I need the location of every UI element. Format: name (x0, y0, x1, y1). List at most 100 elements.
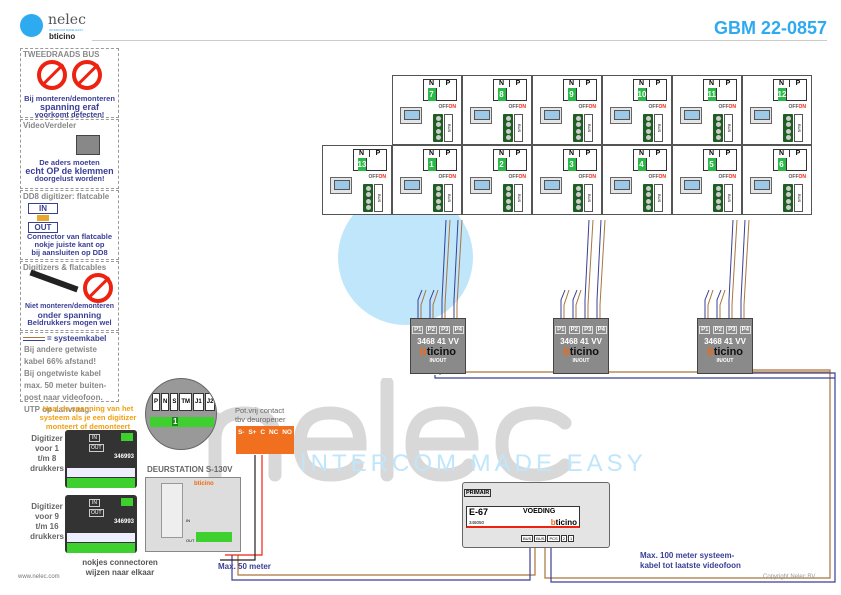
relay-title-line: Pot.vrij contact (235, 406, 285, 415)
off-on-switch[interactable]: OFFON (439, 174, 457, 180)
watermark-brand-logo (208, 378, 572, 482)
distributor-model: 3468 41 (704, 337, 733, 346)
n-label: N (704, 80, 720, 87)
p-label: P (445, 150, 451, 157)
video-monitor-icon (610, 107, 632, 124)
relay-title-line: tbv deuropener (235, 415, 286, 424)
apartment-number: 3 (567, 158, 577, 171)
off-on-switch[interactable]: OFFON (439, 104, 457, 110)
vv-label: VV (591, 337, 602, 346)
terminal-label: P (152, 393, 161, 411)
terminal-label: S (170, 393, 179, 411)
p-label: P (655, 80, 661, 87)
bus-label: BUS (724, 184, 733, 212)
video-monitor-icon (540, 107, 562, 124)
n-label: N (424, 150, 440, 157)
digitizer-label: Digitizer voor 1 t/m 8 drukkers (30, 434, 64, 473)
off-on-switch[interactable]: OFFON (649, 174, 667, 180)
relay-terminal[interactable]: NO (282, 429, 292, 436)
off-on-switch[interactable]: OFFON (789, 174, 807, 180)
power-terminal[interactable]: BUS (521, 535, 534, 542)
off-on-switch[interactable]: OFFON (579, 104, 597, 110)
wire-brown (575, 289, 582, 318)
terminal-block (783, 184, 793, 212)
vv-label: VV (735, 337, 746, 346)
wire-brown (707, 289, 714, 318)
off-on-switch[interactable]: OFFON (719, 104, 737, 110)
off-on-switch[interactable]: OFFON (789, 104, 807, 110)
relay-terminal[interactable]: NC (268, 429, 279, 436)
website[interactable]: www.nelec.com (18, 574, 60, 580)
port-label: P1 (555, 326, 567, 334)
power-terminal[interactable]: 2 (560, 535, 567, 542)
off-on-switch[interactable]: OFFON (509, 104, 527, 110)
off-label: OFF (438, 104, 449, 110)
apartment-number: 13 (357, 158, 367, 171)
terminal-label: J1 (193, 393, 204, 411)
panel-title: TWEEDRAADS BUS (23, 50, 100, 59)
port-label: P4 (595, 326, 607, 334)
digitizer-9-16: IN OUT 346993 (65, 495, 137, 553)
wire-brown (587, 219, 594, 318)
off-on-switch[interactable]: OFFON (579, 174, 597, 180)
wire-brown (743, 219, 750, 318)
header-rule (92, 40, 827, 41)
relay-terminal[interactable]: S- (237, 429, 245, 436)
wire-blue (429, 289, 435, 318)
off-on-switch[interactable]: OFFON (369, 174, 387, 180)
panel-bus-warning: TWEEDRAADS BUS Bij monteren/demonteren s… (20, 48, 119, 119)
power-terminal[interactable]: BUS (534, 535, 547, 542)
video-monitor-icon (470, 177, 492, 194)
power-terminal[interactable]: 1 (567, 535, 575, 542)
bus-label: BUS (794, 114, 803, 142)
copyright: Copyright Nelec BV (763, 574, 816, 580)
on-label: ON (518, 174, 527, 180)
power-terminal[interactable]: PCS (547, 535, 560, 542)
max-50-note: Max. 50 meter (218, 562, 271, 571)
p-label: P (515, 150, 521, 157)
off-on-switch[interactable]: OFFON (649, 104, 667, 110)
off-on-switch[interactable]: OFFON (509, 174, 527, 180)
port-label: P3 (726, 326, 738, 334)
panel-title: Digitizers & flatcables (23, 263, 107, 272)
bus-label: BUS (444, 114, 453, 142)
relay-terminal[interactable]: S+ (248, 429, 257, 436)
off-label: OFF (718, 104, 729, 110)
wire-blue (417, 289, 423, 318)
off-label: OFF (788, 174, 799, 180)
wire-brown (599, 219, 606, 318)
on-label: ON (448, 174, 457, 180)
terminal-block (573, 114, 583, 142)
note-text: nokjes connectoren (82, 558, 158, 567)
in-label: IN (28, 203, 58, 214)
panel-text: Bij monteren/demonteren (24, 94, 115, 103)
panel-text: Beldrukkers mogen wel (27, 318, 112, 327)
in-label: IN (429, 358, 435, 364)
off-on-switch[interactable]: OFFON (719, 174, 737, 180)
apartment-number: 4 (637, 158, 647, 171)
panel-title: = systeemkabel (47, 334, 107, 343)
panel-systeemkabel: = systeemkabel Bij andere getwiste kabel… (20, 332, 119, 414)
off-label: OFF (788, 104, 799, 110)
port-label: P1 (412, 326, 424, 334)
on-label: ON (658, 104, 667, 110)
on-label: ON (728, 104, 737, 110)
terminal-block (433, 114, 443, 142)
video-monitor-icon (680, 177, 702, 194)
flatcable-connector[interactable] (121, 433, 133, 441)
in-label: IN (572, 358, 578, 364)
flatcable-connector[interactable] (121, 498, 133, 506)
video-monitor-icon (400, 107, 422, 124)
distributor-model: 3468 41 (417, 337, 446, 346)
relay-terminal[interactable]: C (260, 429, 266, 436)
